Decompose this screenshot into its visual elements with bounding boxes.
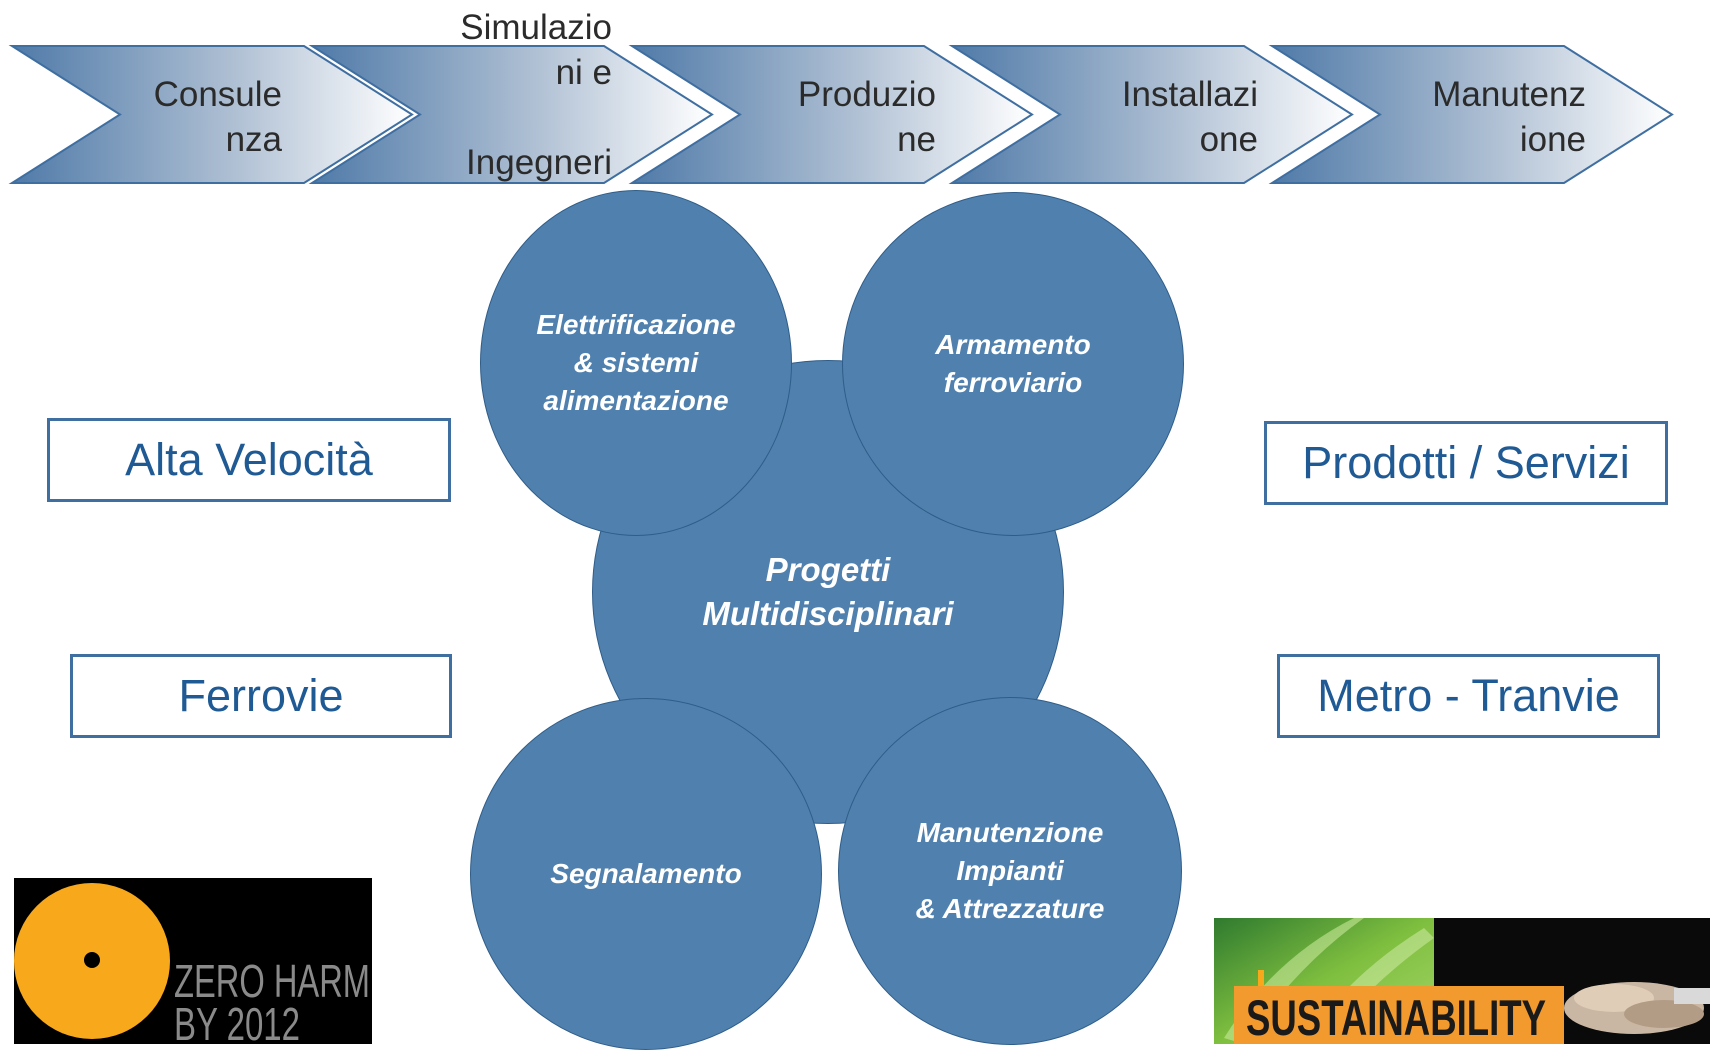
- discipline-circle-bottom-left: Segnalamento: [470, 698, 822, 1050]
- sustainability-logo: SUSTAINABILITY: [1214, 918, 1710, 1044]
- discipline-circle-top-left: Elettrificazione & sistemi alimentazione: [480, 190, 792, 536]
- market-label-prodotti-servizi: Prodotti / Servizi: [1302, 437, 1630, 488]
- market-box-metro-tranvie: Metro - Tranvie: [1277, 654, 1660, 738]
- discipline-label-bottom-left: Segnalamento: [550, 858, 742, 889]
- chevron-produzione: [628, 45, 1034, 184]
- step-label-simulazioni-ingegneria: Simulazio ni e Ingegneri a: [460, 8, 612, 227]
- chevron-installazione: [948, 45, 1354, 184]
- market-label-alta-velocita: Alta Velocità: [125, 434, 373, 485]
- discipline-label-bottom-right: Manutenzione Impianti & Attrezzature: [915, 817, 1105, 924]
- chevron-manutenzione: [1268, 45, 1674, 184]
- zero-harm-line2: BY 2012: [174, 998, 300, 1044]
- step-label-produzione: Produzio ne: [797, 75, 936, 159]
- market-label-ferrovie: Ferrovie: [178, 670, 344, 721]
- chevron-consulenza: [8, 45, 414, 184]
- market-box-prodotti-servizi: Prodotti / Servizi: [1264, 421, 1668, 505]
- sustainability-text: SUSTAINABILITY: [1246, 990, 1546, 1044]
- zero-harm-line1: ZERO HARM: [174, 955, 370, 1007]
- step-label-consulenza: Consule nza: [153, 75, 282, 159]
- market-label-metro-tranvie: Metro - Tranvie: [1317, 670, 1620, 721]
- zero-harm-logo: ZERO HARM BY 2012: [14, 878, 372, 1044]
- discipline-label-top-left: Elettrificazione & sistemi alimentazione: [536, 309, 736, 416]
- chevron-simulazioni-ingegneria: [308, 45, 714, 184]
- market-box-ferrovie: Ferrovie: [70, 654, 452, 738]
- market-box-alta-velocita: Alta Velocità: [47, 418, 451, 502]
- step-label-manutenzione: Manutenz ione: [1432, 75, 1586, 159]
- hands-image: [1564, 982, 1710, 1034]
- discipline-circle-top-right: Armamento ferroviario: [842, 192, 1184, 536]
- discipline-label-center: Progetti Multidisciplinari: [702, 551, 954, 632]
- process-chevron-bar: [8, 45, 1674, 184]
- step-label-installazione: Installazi one: [1121, 75, 1258, 159]
- discipline-circle-bottom-right: Manutenzione Impianti & Attrezzature: [838, 697, 1182, 1045]
- discipline-label-top-right: Armamento ferroviario: [935, 329, 1091, 398]
